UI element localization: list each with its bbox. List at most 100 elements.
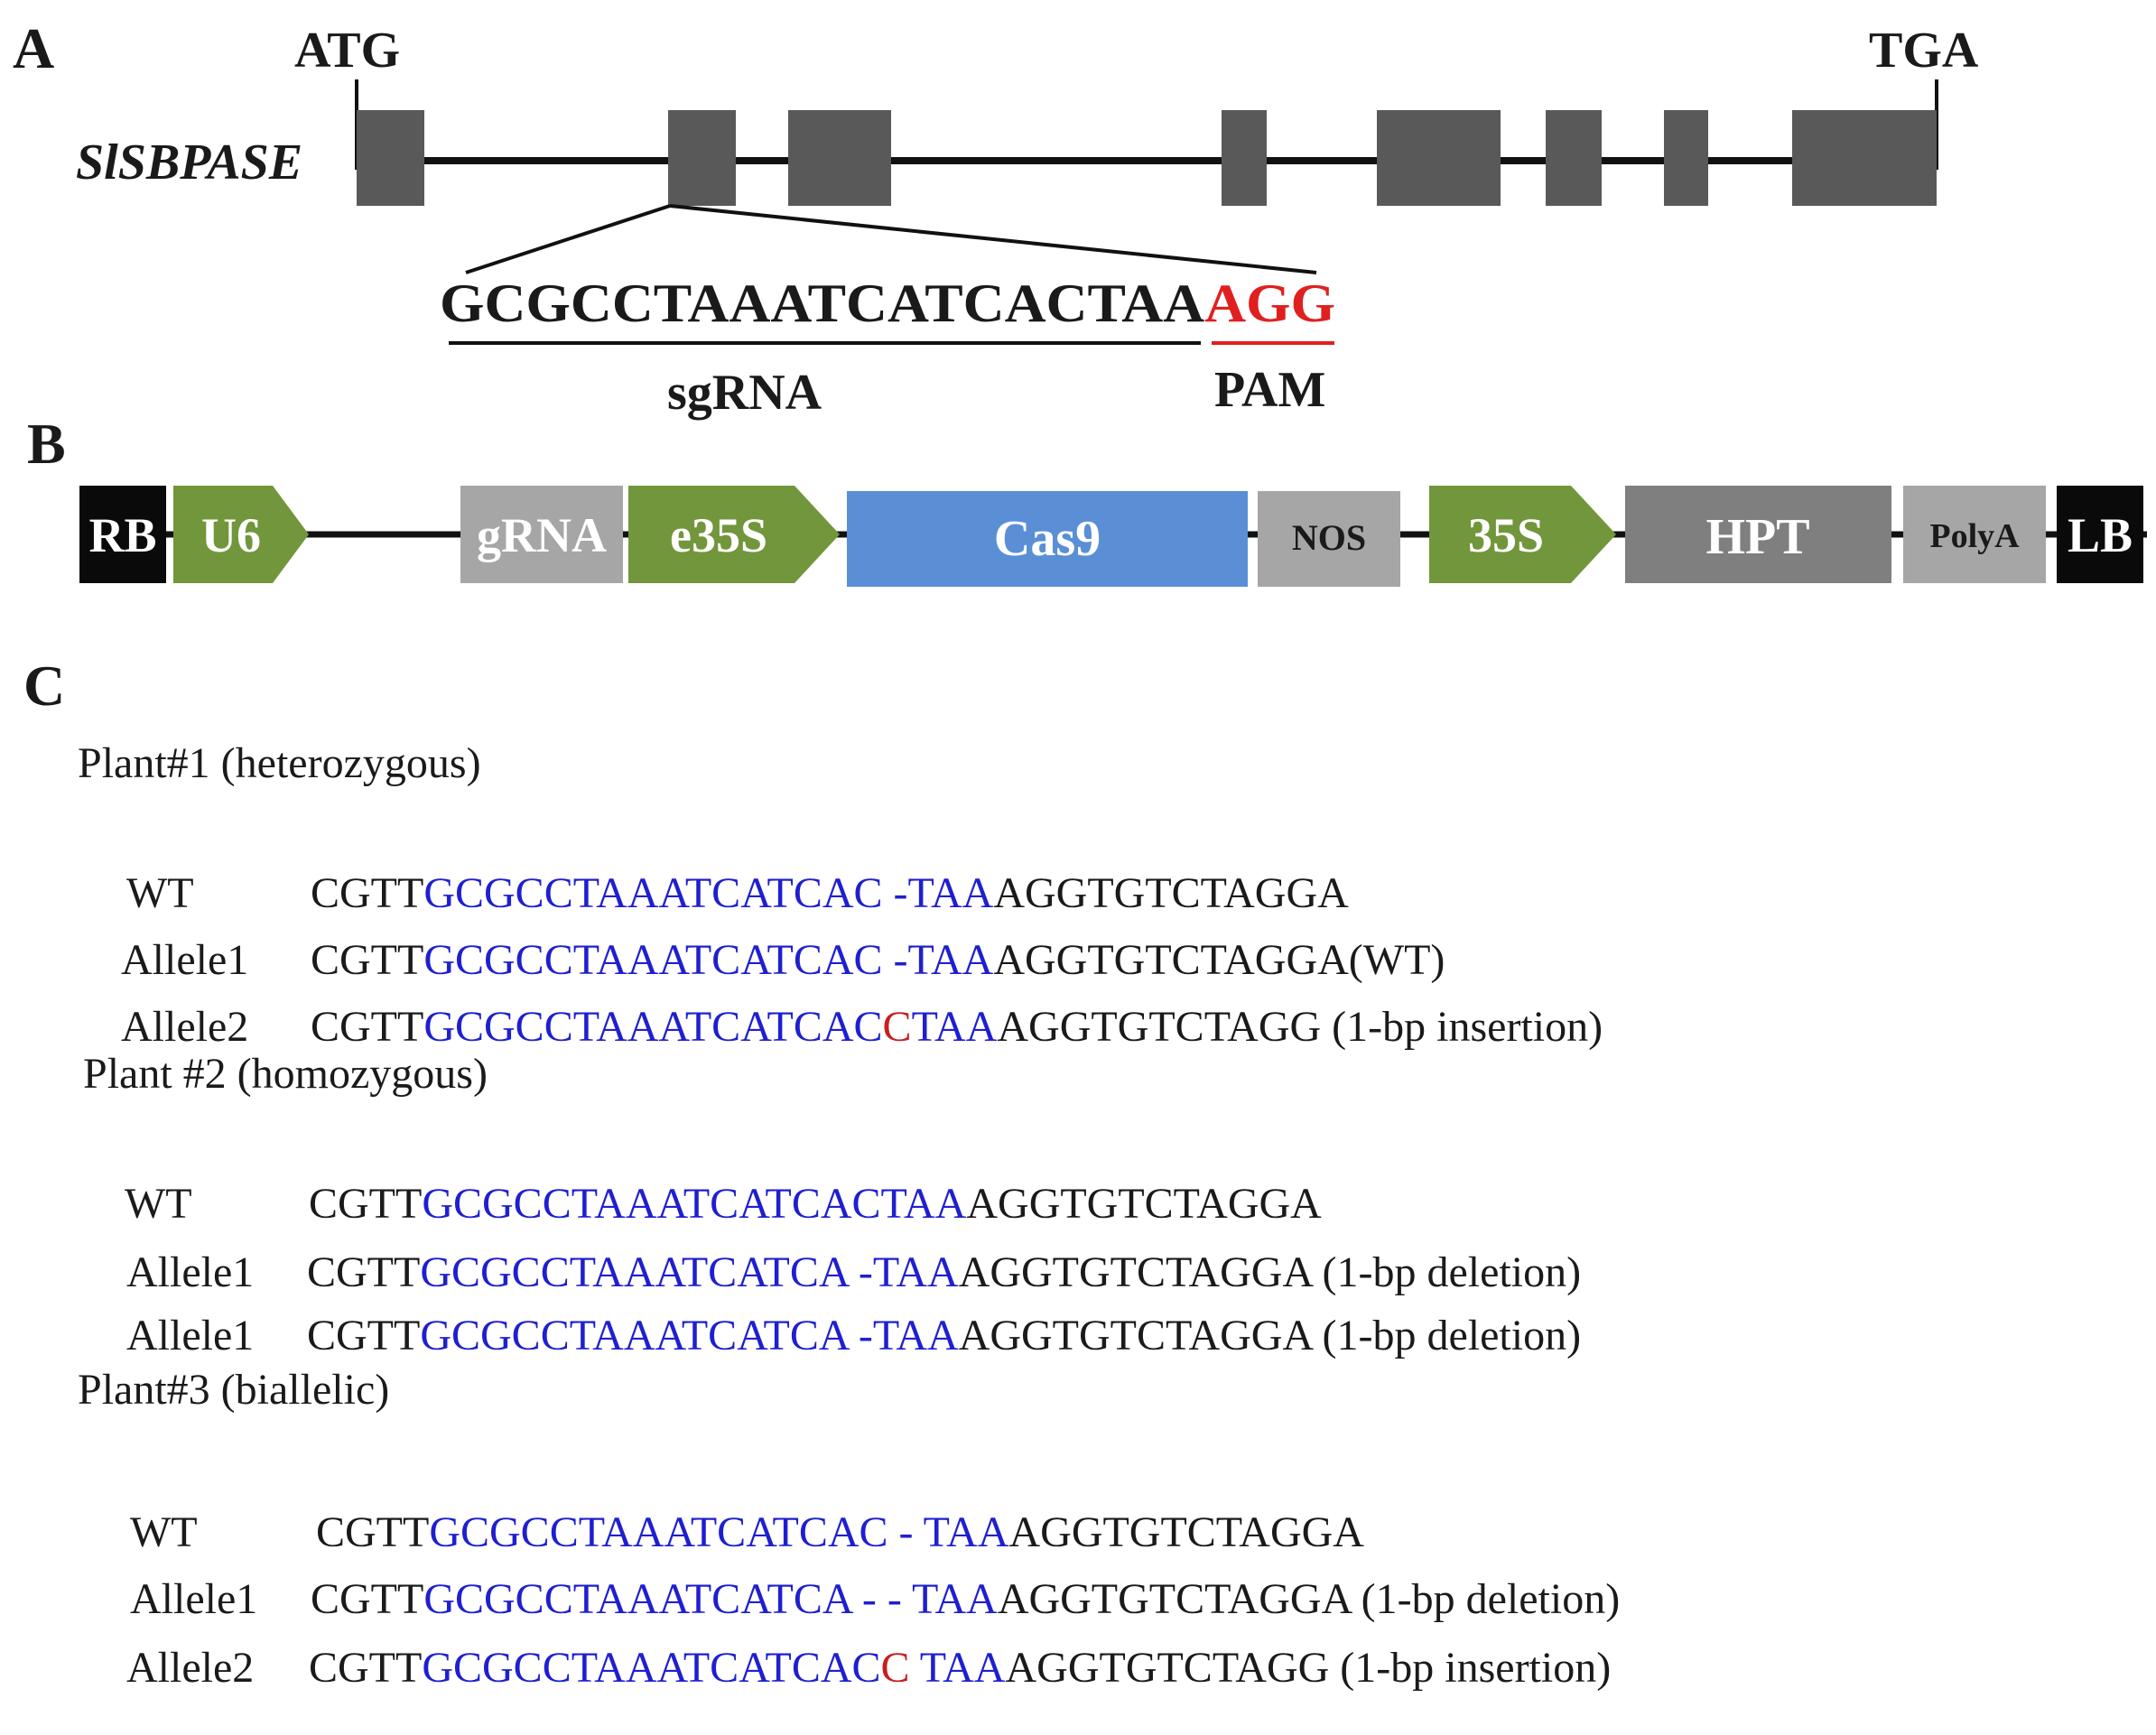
exon-1 xyxy=(357,110,424,206)
vector-map-diagram: RB U6 gRNA e35S Cas9 NOS 35S HPT PolyA L… xyxy=(79,486,2147,587)
plant-2-title: Plant #2 (homozygous) xyxy=(83,1050,488,1098)
sequence-row: Allele1 CGTTGCGCCTAAATCATCAC -TAAAGGTGTCT… xyxy=(78,895,1445,1025)
mutation-note: (1-bp deletion) xyxy=(1350,1575,1621,1623)
target-sequence-pam: AGG xyxy=(1204,274,1335,333)
plant-1-title: Plant#1 (heterozygous) xyxy=(78,739,481,787)
target-region: GCGCCTAAATCATCAC xyxy=(423,1003,883,1051)
target-region: GCGCCTAAATCATCAC xyxy=(422,1180,881,1228)
vector-element-cas9: Cas9 xyxy=(847,491,1248,587)
exon-4 xyxy=(1222,110,1267,206)
target-tail: TAA xyxy=(907,869,994,917)
target-region: GCGCCTAAATCATCA xyxy=(420,1248,848,1296)
indel-site: C xyxy=(882,1003,912,1051)
target-region: GCGCCTAAATCATCAC xyxy=(423,869,883,917)
svg-text:gRNA: gRNA xyxy=(477,508,607,562)
vector-element-35s: 35S xyxy=(1429,486,1616,583)
indel-gap: - xyxy=(887,1508,924,1556)
row-label: Allele1 xyxy=(121,936,249,984)
svg-text:NOS: NOS xyxy=(1292,517,1366,558)
plant-3-title: Plant#3 (biallelic) xyxy=(78,1366,390,1414)
vector-element-polya: PolyA xyxy=(1903,486,2046,583)
flank-3prime: AGGTGTCTAGGA xyxy=(993,936,1349,984)
exon-7 xyxy=(1664,110,1708,206)
exon-group xyxy=(357,110,1937,206)
flank-3prime: AGGTGTCTAGGA xyxy=(958,1312,1312,1359)
target-region: GCGCCTAAATCATCAC xyxy=(429,1508,888,1556)
zoom-line-right xyxy=(669,204,1317,274)
target-tail: TAA xyxy=(912,1575,998,1623)
vector-element-grna: gRNA xyxy=(460,486,623,583)
panel-label-c: C xyxy=(23,654,66,718)
flank-5prime: CGTT xyxy=(307,1248,421,1296)
flank-5prime: CGTT xyxy=(311,1575,424,1623)
mutation-note: (1-bp deletion) xyxy=(1311,1312,1582,1359)
vector-element-hpt: HPT xyxy=(1625,486,1891,583)
row-label: Allele1 xyxy=(126,1312,255,1359)
target-sequence-protospacer: GCGCCTAAATCATCACTAA xyxy=(440,274,1204,333)
vector-element-lb: LB xyxy=(2057,486,2143,583)
vector-element-e35s: e35S xyxy=(628,486,840,583)
target-tail: TAA xyxy=(907,936,994,984)
flank-5prime: CGTT xyxy=(316,1508,430,1556)
start-codon-label: ATG xyxy=(294,23,400,79)
flank-3prime: AGGTGTCTAGGA xyxy=(993,869,1349,917)
row-label: WT xyxy=(125,1180,192,1228)
svg-text:U6: U6 xyxy=(201,508,261,562)
stop-codon-label: TGA xyxy=(1869,23,1979,79)
row-label: Allele2 xyxy=(126,1644,255,1692)
svg-text:35S: 35S xyxy=(1468,508,1544,562)
exon-2 xyxy=(668,110,736,206)
row-label: WT xyxy=(126,869,194,917)
target-tail: TAA xyxy=(872,1248,959,1296)
flank-5prime: CGTT xyxy=(309,1180,423,1228)
panel-label-b: B xyxy=(27,412,66,476)
panel-label-a: A xyxy=(13,16,55,80)
indel-gap: - xyxy=(847,1312,873,1359)
flank-5prime: CGTT xyxy=(311,936,424,984)
svg-text:LB: LB xyxy=(2068,508,2133,562)
row-label: Allele2 xyxy=(121,1003,249,1051)
svg-text:e35S: e35S xyxy=(670,508,767,562)
row-label: WT xyxy=(130,1508,198,1556)
exon-5 xyxy=(1377,110,1501,206)
target-region: GCGCCTAAATCATCAC xyxy=(423,936,883,984)
flank-3prime: AGGTGTCTAGGA xyxy=(966,1180,1322,1228)
flank-3prime: AGGTGTCTAGGA xyxy=(1008,1508,1364,1556)
row-label: Allele1 xyxy=(130,1575,258,1623)
flank-3prime: AGGTGTCTAGGA xyxy=(997,1575,1351,1623)
indel-gap: - xyxy=(882,936,908,984)
vector-element-rb: RB xyxy=(79,486,166,583)
flank-5prime: CGTT xyxy=(311,869,424,917)
svg-text:HPT: HPT xyxy=(1705,509,1809,565)
target-tail: TAA xyxy=(923,1508,1009,1556)
flank-3prime: AGGTGTCTAGGA xyxy=(958,1248,1312,1296)
vector-element-u6: U6 xyxy=(173,486,309,583)
target-tail: TAA xyxy=(872,1312,959,1359)
svg-text:RB: RB xyxy=(88,508,156,562)
flank-5prime: CGTT xyxy=(307,1312,421,1359)
pam-label: PAM xyxy=(1214,362,1325,418)
zoom-line-left xyxy=(465,204,671,274)
gene-name-label: SlSBPASE xyxy=(76,135,302,190)
flank-3prime: AGGTGTCTAGG xyxy=(997,1003,1322,1051)
sgrna-label: sgRNA xyxy=(667,365,822,421)
target-region: GCGCCTAAATCATCA xyxy=(423,1575,851,1623)
svg-text:Cas9: Cas9 xyxy=(994,511,1101,567)
sequence-row: WT CGTTGCGCCTAAATCATCAC - TAAAGGTGTCTAGGA xyxy=(87,1468,1364,1598)
target-tail: TAA xyxy=(880,1180,967,1228)
mutation-note: (1-bp insertion) xyxy=(1321,1003,1603,1051)
target-region: GCGCCTAAATCATCA xyxy=(420,1312,848,1359)
sequence-row: Allele1 CGTTGCGCCTAAATCATCA - - TAAAGGTGT… xyxy=(87,1535,1620,1665)
sequence-row: WT CGTTGCGCCTAAATCATCACTAAAGGTGTCTAGGA xyxy=(81,1139,1322,1269)
exon-3 xyxy=(788,110,891,206)
indel-gap: - - xyxy=(850,1575,912,1623)
vector-element-nos: NOS xyxy=(1258,491,1400,587)
exon-8 xyxy=(1792,110,1937,206)
mutation-note: (1-bp deletion) xyxy=(1311,1248,1582,1296)
svg-text:PolyA: PolyA xyxy=(1929,517,2020,555)
